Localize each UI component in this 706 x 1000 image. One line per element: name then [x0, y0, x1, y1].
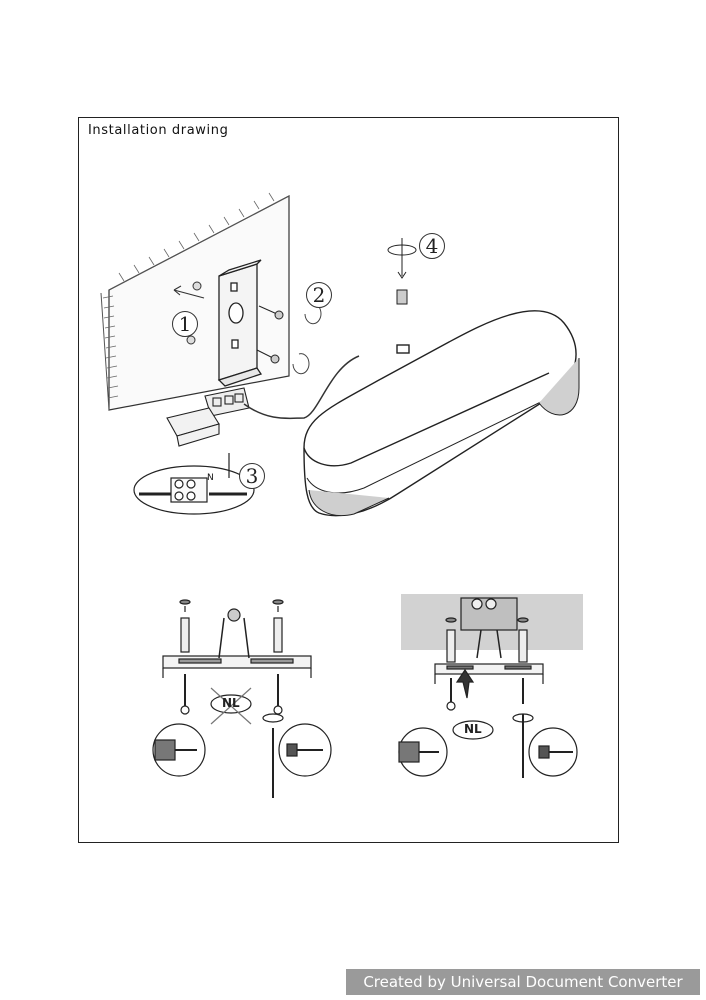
terminal-detail — [133, 453, 255, 515]
power-cable — [243, 355, 360, 420]
step-2-label: 2 — [306, 282, 332, 308]
nl-label: NL — [464, 722, 482, 736]
mounting-bracket — [217, 259, 263, 387]
drawing-title: Installation drawing — [88, 123, 229, 138]
bracket-screws — [256, 305, 284, 364]
step-1-label: 1 — [172, 311, 198, 337]
luminaire-body — [303, 310, 580, 517]
wall-illustration — [100, 192, 290, 411]
step-4-label: 4 — [419, 233, 445, 259]
nl-label-crossed: NL — [222, 696, 240, 710]
mount-illustration-left — [152, 599, 332, 798]
installation-drawing-frame: Installation drawing — [78, 117, 619, 843]
top-screw — [387, 238, 417, 305]
mount-illustration-right — [398, 594, 583, 778]
terminal-cover — [166, 407, 220, 447]
step-3-label: 3 — [239, 463, 265, 489]
terminal-neutral-label: N — [207, 473, 214, 483]
exploded-view-illustration — [100, 192, 583, 798]
converter-watermark: Created by Universal Document Converter — [346, 969, 700, 995]
